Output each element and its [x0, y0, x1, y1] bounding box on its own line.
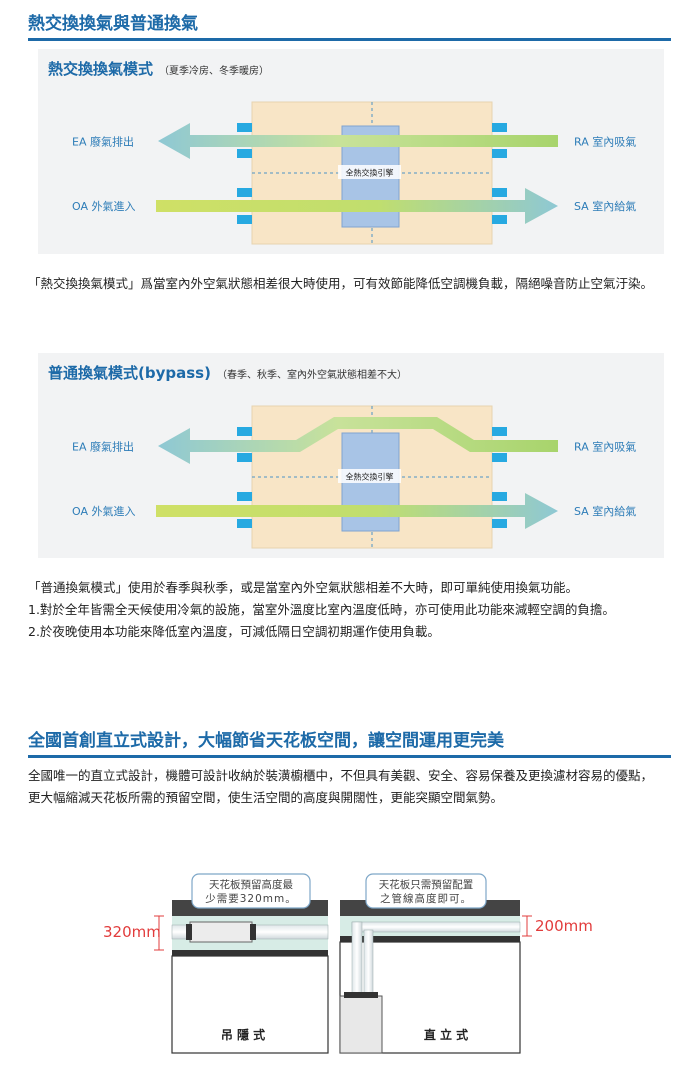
- unit-end: [186, 924, 192, 940]
- ra-label: RA 室內吸氣: [574, 135, 636, 149]
- sa-label: SA 室內給氣: [574, 504, 636, 518]
- bypass-flow-graphic: 全熱交換引擎 EA 廢氣排出 OA 外氣進入 RA 室內吸氣 SA 室內給氣: [72, 405, 636, 549]
- callout-text: 之管線高度即可。: [380, 892, 472, 905]
- duct-port: [237, 149, 252, 158]
- ra-label: RA 室內吸氣: [574, 440, 636, 454]
- exchange-flow-graphic: 全熱交換引擎 EA 廢氣排出 OA 外氣進入 RA 室內吸氣 SA 室內給氣: [72, 101, 636, 245]
- callout-text: 天花板預留高度最: [209, 878, 293, 891]
- section-divider: [28, 755, 671, 758]
- bypass-description: 「普通換氣模式」使用於春季與秋季，或是當室內外空氣狀態相差不大時，即可單純使用換…: [28, 577, 664, 643]
- bypass-diagram: 普通換氣模式(bypass) （春季、秋季、室內外空氣狀態相差不大）: [38, 353, 664, 558]
- vertical-unit: [339, 995, 383, 1054]
- oa-label: OA 外氣進入: [72, 199, 136, 213]
- core-label-box: [338, 469, 401, 483]
- exchange-description-text: 「熱交換換氣模式」爲當室內外空氣狀態相差很大時使用，可有效節能降低空調機負載，隔…: [28, 276, 654, 291]
- duct-port: [492, 427, 507, 436]
- duct-port: [237, 123, 252, 132]
- vertical-description-text: 全國唯一的直立式設計，機體可設計收納於裝潢櫥櫃中，不但具有美觀、安全、容易保養及…: [28, 768, 654, 805]
- callout-box: [365, 873, 487, 909]
- diagram-title: 普通換氣模式(bypass) （春季、秋季、室內外空氣狀態相差不大）: [48, 362, 407, 383]
- duct-pipe: [351, 921, 521, 933]
- ceiling-board: [172, 950, 328, 956]
- bypass-point-1: 1.對於全年皆需全天候使用冷氣的設施，當室外溫度比室內溫度低時，亦可使用此功能來…: [28, 602, 615, 617]
- intake-arrow: [156, 188, 558, 224]
- sa-label: SA 室內給氣: [574, 199, 636, 213]
- vertical-pipe: [363, 929, 374, 999]
- unit-end: [250, 924, 256, 940]
- section-title-exchange: 熱交換換氣與普通換氣: [28, 14, 198, 34]
- callout-box: [191, 873, 311, 909]
- vertical-pipe: [351, 921, 363, 999]
- duct-port: [492, 492, 507, 501]
- height-dimension: 320mm: [103, 923, 161, 941]
- diagram-title: 熱交換換氣模式 （夏季冷房、冬季暖房）: [48, 58, 269, 79]
- duct-port: [492, 215, 507, 224]
- duct-port: [492, 519, 507, 528]
- section-divider: [28, 38, 671, 41]
- install-type-label: 直 立 式: [424, 1027, 468, 1042]
- height-dimension: 200mm: [535, 917, 593, 935]
- core-label-box: [338, 165, 401, 179]
- ea-label: EA 廢氣排出: [72, 135, 134, 149]
- concealed-install-diagram: 天花板預留高度最 少需要320mm。 320mm 吊 隱 式: [103, 873, 329, 1054]
- duct-port: [237, 427, 252, 436]
- callout-text: 少需要320mm。: [205, 893, 297, 905]
- duct-port: [237, 215, 252, 224]
- diagram-note: （夏季冷房、冬季暖房）: [159, 66, 270, 77]
- duct-port: [492, 188, 507, 197]
- vertical-install-diagram: 天花板只需預留配置 之管線高度即可。 200mm 直 立 式: [339, 873, 593, 1054]
- intake-arrow: [156, 493, 558, 529]
- ceiling-board: [340, 936, 520, 942]
- vertical-description: 全國唯一的直立式設計，機體可設計收納於裝潢櫥櫃中，不但具有美觀、安全、容易保養及…: [28, 765, 664, 809]
- heat-exchange-diagram: 熱交換換氣模式（夏季冷房、冬季暖房） 全熱交換: [38, 49, 664, 254]
- bypass-description-text: 「普通換氣模式」使用於春季與秋季，或是當室內外空氣狀態相差不大時，即可單純使用換…: [28, 580, 579, 595]
- oa-label: OA 外氣進入: [72, 504, 136, 518]
- duct-port: [492, 123, 507, 132]
- core-label: 全熱交換引擎: [346, 168, 394, 178]
- install-type-label: 吊 隱 式: [221, 1027, 265, 1042]
- bypass-point-2: 2.於夜晚使用本功能來降低室內溫度，可減低隔日空調初期運作使用負載。: [28, 624, 440, 639]
- exhaust-arrow: [158, 123, 558, 159]
- diagram-note: （春季、秋季、室內外空氣狀態相差不大）: [216, 370, 407, 381]
- callout-text: 天花板只需預留配置: [379, 878, 474, 891]
- duct-port: [237, 519, 252, 528]
- exchange-description: 「熱交換換氣模式」爲當室內外空氣狀態相差很大時使用，可有效節能降低空調機負載，隔…: [28, 273, 664, 295]
- core-label: 全熱交換引擎: [346, 472, 394, 482]
- ventilation-unit: [189, 921, 253, 943]
- bypass-exhaust-arrow: [158, 417, 558, 464]
- duct-port: [237, 453, 252, 462]
- section-title-vertical: 全國首創直立式設計，大幅節省天花板空間，讓空間運用更完美: [28, 731, 504, 751]
- duct-port: [492, 453, 507, 462]
- duct-port: [237, 492, 252, 501]
- diagram-title-text: 普通換氣模式(bypass): [48, 364, 211, 382]
- unit-top: [344, 992, 378, 998]
- installation-comparison: 天花板預留高度最 少需要320mm。 320mm 吊 隱 式 天花板只需預留配置…: [103, 873, 593, 1054]
- duct-port: [492, 149, 507, 158]
- room: [171, 955, 329, 1054]
- duct-port: [237, 188, 252, 197]
- diagram-title-text: 熱交換換氣模式: [48, 60, 154, 78]
- ea-label: EA 廢氣排出: [72, 440, 134, 454]
